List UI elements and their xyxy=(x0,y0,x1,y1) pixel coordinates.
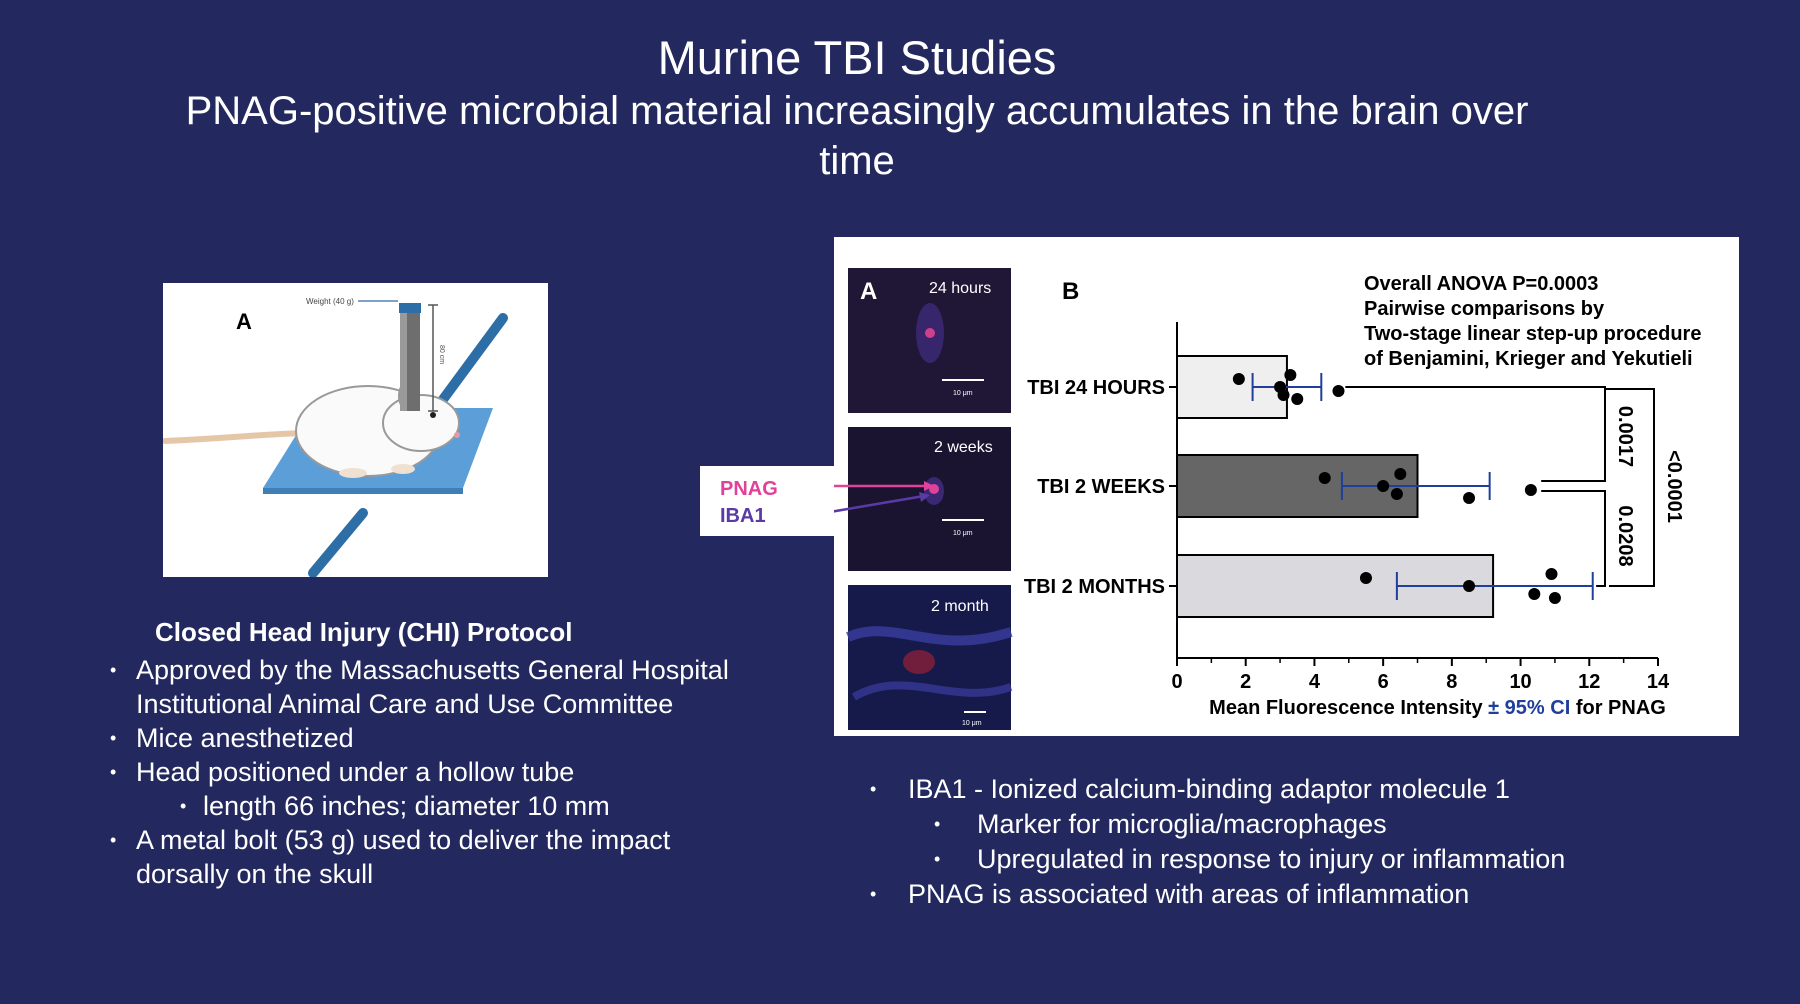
figure-panel: A 24 hours 10 μm 2 weeks 10 μm 2 month 1… xyxy=(834,237,1739,736)
x-axis-label-part: Mean Fluorescence Intensity xyxy=(1209,697,1488,719)
bullet: • xyxy=(934,849,941,869)
comparison-bracket xyxy=(1605,388,1655,587)
list-item: •Mice anesthetized xyxy=(110,723,354,753)
data-point xyxy=(1332,385,1345,397)
data-point xyxy=(1390,488,1403,500)
x-tick-label: 0 xyxy=(1171,671,1182,693)
p-value-label: 0.0208 xyxy=(1614,505,1636,566)
list-item: •Upregulated in response to injury or in… xyxy=(872,842,1772,877)
list-item: •Head positioned under a hollow tube xyxy=(110,757,575,787)
data-point xyxy=(1232,373,1245,385)
protocol-list: •Approved by the Massachusetts General H… xyxy=(105,653,745,891)
x-tick-label: 2 xyxy=(1240,671,1251,693)
bar-chart: TBI 24 HOURS TBI 2 WEEKS TBI 2 MONTHS 0 2 4 6 8… xyxy=(1024,322,1685,719)
list-item: •Marker for microglia/macrophages xyxy=(872,807,1772,842)
scale-label: 10 μm xyxy=(953,530,973,537)
data-point xyxy=(1463,580,1476,592)
data-point xyxy=(1524,484,1537,496)
scale-label: 10 μm xyxy=(953,390,973,397)
annotation-line: of Benjamini, Krieger and Yekutieli xyxy=(1364,348,1693,370)
x-tick-label: 12 xyxy=(1578,671,1600,693)
list-item: •length 66 inches; diameter 10 mm xyxy=(180,791,610,821)
data-point xyxy=(1528,588,1541,600)
comparison-bracket xyxy=(1345,386,1606,482)
legend-iba1: IBA1 xyxy=(720,505,766,527)
panel-a-label: A xyxy=(236,309,252,334)
micrograph-24-hours: A 24 hours 10 μm xyxy=(848,268,1011,413)
stain-legend: PNAG IBA1 xyxy=(700,466,840,536)
bullet: • xyxy=(870,779,877,799)
x-tick-label: 8 xyxy=(1446,671,1457,693)
list-item: •Approved by the Massachusetts General H… xyxy=(110,655,729,719)
x-tick-label: 14 xyxy=(1647,671,1670,693)
protocol-heading: Closed Head Injury (CHI) Protocol xyxy=(155,617,573,647)
weight-label: Weight (40 g) xyxy=(306,297,354,306)
x-axis-label-part: ± 95% CI xyxy=(1488,697,1570,719)
category-label: TBI 2 WEEKS xyxy=(1037,476,1165,498)
p-value-label: 0.0017 xyxy=(1614,406,1636,467)
data-point xyxy=(1394,468,1407,480)
bullet: • xyxy=(870,884,877,904)
annotation-line: Overall ANOVA P=0.0003 xyxy=(1364,273,1598,295)
notes-section: •IBA1 - Ionized calcium-binding adaptor … xyxy=(870,772,1772,912)
micrograph-panel-label: A xyxy=(860,278,877,305)
x-axis-label-part: for PNAG xyxy=(1570,697,1666,719)
iba1-arrow xyxy=(834,494,925,513)
category-label: TBI 2 MONTHS xyxy=(1024,576,1165,598)
slide-subtitle: PNAG-positive microbial material increas… xyxy=(185,89,1529,183)
chi-apparatus-illustration: 80 cm Weight (40 g) A xyxy=(163,283,548,577)
bullet: • xyxy=(110,830,117,850)
data-point xyxy=(1277,389,1290,401)
notes-list: •IBA1 - Ionized calcium-binding adaptor … xyxy=(870,772,1772,912)
scale-label: 10 μm xyxy=(962,720,982,727)
annotation-line: Two-stage linear step-up procedure xyxy=(1364,323,1701,345)
chart-panel-label: B xyxy=(1062,278,1079,305)
height-label: 80 cm xyxy=(438,345,445,364)
category-label: TBI 24 HOURS xyxy=(1027,377,1165,399)
data-point xyxy=(1318,472,1331,484)
micrograph-label: 2 weeks xyxy=(934,439,993,456)
list-item: •IBA1 - Ionized calcium-binding adaptor … xyxy=(870,772,1772,807)
legend-pnag: PNAG xyxy=(720,478,778,500)
x-tick-label: 4 xyxy=(1309,671,1321,693)
slide-title: Murine TBI Studies xyxy=(657,31,1057,84)
comparison-bracket xyxy=(1541,490,1606,587)
list-item: •A metal bolt (53 g) used to deliver the… xyxy=(110,825,671,889)
x-tick-label: 10 xyxy=(1509,671,1531,693)
x-axis-label: Mean Fluorescence Intensity ± 95% CI for… xyxy=(1209,697,1666,719)
bullet: • xyxy=(180,796,187,816)
micrograph-2-weeks: 2 weeks 10 μm xyxy=(848,427,1011,571)
annotation-line: Pairwise comparisons by xyxy=(1364,298,1605,320)
list-item: •PNAG is associated with areas of inflam… xyxy=(870,877,1772,912)
protocol-section: Closed Head Injury (CHI) Protocol •Appro… xyxy=(105,615,745,891)
micrograph-label: 24 hours xyxy=(929,280,991,297)
bullet: • xyxy=(110,660,117,680)
bullet: • xyxy=(110,728,117,748)
data-point xyxy=(1291,393,1304,405)
data-point xyxy=(1463,492,1476,504)
micrograph-2-month: 2 month 10 μm xyxy=(846,585,1013,730)
x-tick-label: 6 xyxy=(1378,671,1389,693)
p-value-label: <0.0001 xyxy=(1663,450,1685,523)
bullet: • xyxy=(110,762,117,782)
data-point xyxy=(1284,369,1297,381)
data-point xyxy=(1548,592,1561,604)
data-point xyxy=(1377,480,1390,492)
bullet: • xyxy=(934,814,941,834)
data-point xyxy=(1359,572,1372,584)
data-point xyxy=(1545,568,1558,580)
micrograph-label: 2 month xyxy=(931,598,989,615)
